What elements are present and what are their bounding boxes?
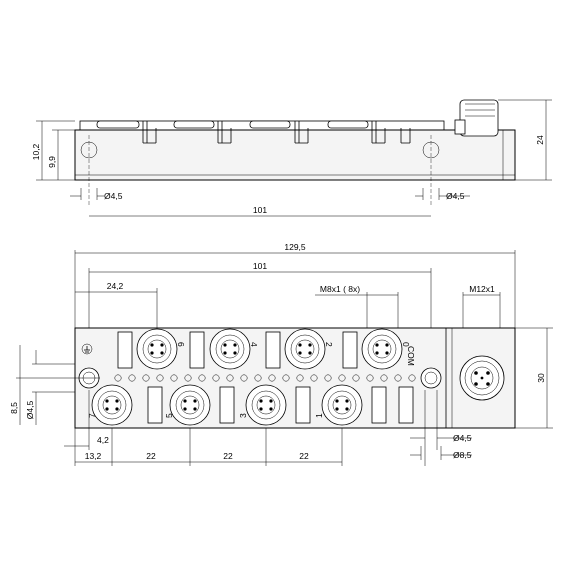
bottom-socket-row: 7 5 3 1 <box>87 384 414 426</box>
top-m8-callout: M8x1 ( 8x) <box>315 284 399 328</box>
dim-height-right: 24 <box>535 135 545 145</box>
status-led <box>184 374 192 382</box>
label-window <box>219 386 235 424</box>
label-window <box>371 386 387 424</box>
label-window <box>189 331 205 369</box>
dim-offset-first: 13,2 <box>85 451 102 461</box>
port-label-6: 6 <box>176 342 186 347</box>
side-view: 10,2 9,9 24 Ø4,5 Ø4,5 101 <box>31 99 552 217</box>
dim-left-hole: Ø4,5 <box>25 401 35 420</box>
com-label: COM <box>406 346 416 366</box>
status-led <box>268 374 276 382</box>
status-led <box>408 374 416 382</box>
dim-total-length: 129,5 <box>284 242 306 252</box>
label-m8: M8x1 ( 8x) <box>320 284 360 294</box>
status-led <box>212 374 220 382</box>
dim-pitch-3: 22 <box>299 451 309 461</box>
status-led <box>198 374 206 382</box>
dim-width: 30 <box>536 373 546 383</box>
mount-hole-right <box>420 367 442 389</box>
status-led <box>366 374 374 382</box>
label-window <box>342 331 358 369</box>
status-led <box>352 374 360 382</box>
dim-side-spacing: 101 <box>253 205 267 215</box>
m8-socket-1 <box>321 384 363 426</box>
side-main-body <box>74 129 516 181</box>
dim-first-socket: 24,2 <box>107 281 124 291</box>
status-led <box>282 374 290 382</box>
led-row <box>114 374 416 382</box>
label-window <box>147 386 163 424</box>
status-led <box>254 374 262 382</box>
status-led <box>380 374 388 382</box>
port-label-1: 1 <box>314 413 324 418</box>
status-led <box>324 374 332 382</box>
m8-socket-0 <box>361 328 403 370</box>
status-led <box>156 374 164 382</box>
port-label-2: 2 <box>324 342 334 347</box>
port-label-7: 7 <box>87 413 97 418</box>
m8-socket-5 <box>169 384 211 426</box>
dim-height-inner: 9,9 <box>47 156 57 168</box>
dim-right-edge: Ø8,5 <box>453 450 472 460</box>
dim-pitch-1: 22 <box>146 451 156 461</box>
dim-height-total: 10,2 <box>31 143 41 160</box>
top-view: 129,5 101 24,2 M8x1 ( 8x) M12x1 <box>9 242 553 466</box>
top-dim-first-socket: 24,2 <box>75 281 158 328</box>
ground-icon <box>81 343 93 355</box>
m8-socket-2 <box>284 328 326 370</box>
port-label-5: 5 <box>164 413 174 418</box>
label-m12: M12x1 <box>469 284 495 294</box>
side-dim-left: 10,2 9,9 <box>31 120 75 181</box>
label-window <box>265 331 281 369</box>
port-label-3: 3 <box>238 413 248 418</box>
m8-socket-3 <box>245 384 287 426</box>
side-m12-connector <box>454 99 499 137</box>
top-dim-left: 8,5 Ø4,5 <box>9 345 100 425</box>
status-led <box>338 374 346 382</box>
dim-hole-left: Ø4,5 <box>104 191 123 201</box>
top-dim-total: 129,5 <box>74 242 516 328</box>
status-led <box>170 374 178 382</box>
top-dim-bottom: 4,2 13,2 22 22 22 Ø4,5 Ø8,5 <box>64 390 472 466</box>
status-led <box>114 374 122 382</box>
port-label-4: 4 <box>249 342 259 347</box>
m8-socket-6 <box>136 328 178 370</box>
label-window <box>295 386 311 424</box>
status-led <box>296 374 304 382</box>
status-led <box>128 374 136 382</box>
status-led <box>394 374 402 382</box>
port-label-0: 0 <box>401 342 411 347</box>
m8-socket-4 <box>209 328 251 370</box>
side-latch-tabs <box>142 121 411 144</box>
status-led <box>310 374 318 382</box>
top-socket-row: 6 4 2 0 COM <box>117 328 416 370</box>
status-led <box>142 374 150 382</box>
dim-top-hole-spacing: 101 <box>253 261 267 271</box>
dim-offset-small: 4,2 <box>97 435 109 445</box>
top-dim-width: 30 <box>515 327 553 429</box>
side-dim-holes: Ø4,5 Ø4,5 101 <box>70 188 470 217</box>
status-led <box>226 374 234 382</box>
dim-pitch-2: 22 <box>223 451 233 461</box>
label-window <box>398 386 414 424</box>
m8-socket-7 <box>91 384 133 426</box>
side-dim-right: 24 <box>498 99 552 181</box>
side-connector-caps <box>96 120 369 129</box>
dim-right-hole: Ø4,5 <box>453 433 472 443</box>
m12-socket <box>459 355 505 401</box>
dim-hole-right: Ø4,5 <box>446 191 465 201</box>
label-window <box>117 331 133 369</box>
dim-left-edge: 8,5 <box>9 402 19 414</box>
status-led <box>240 374 248 382</box>
